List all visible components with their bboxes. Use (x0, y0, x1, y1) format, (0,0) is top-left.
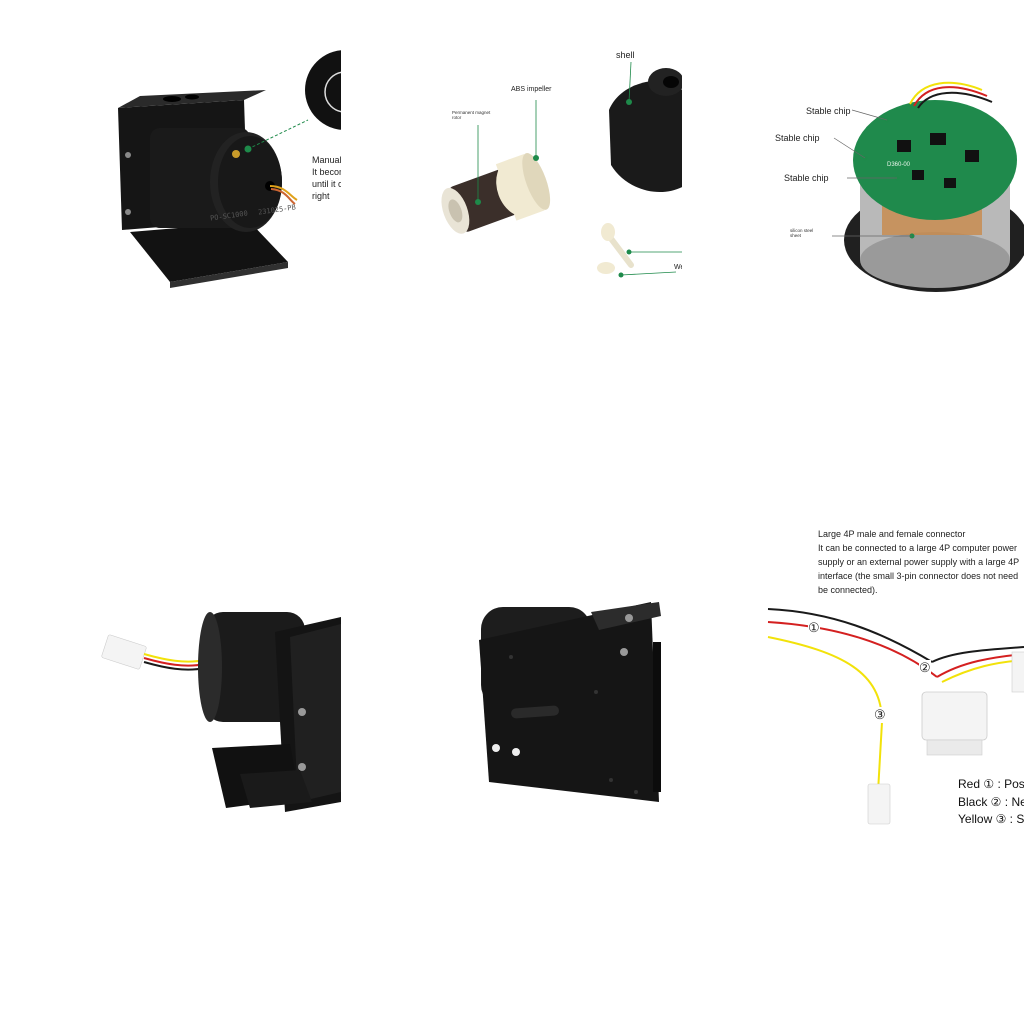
connector-desc-3: interface (the small 3-pin connector doe… (818, 571, 1019, 581)
pump-side-photo (0, 512, 341, 853)
note-line-4: right (312, 191, 330, 201)
wire-marker-1: ① (808, 620, 820, 636)
wire-illustration (767, 608, 1024, 825)
pump-front-illustration (118, 50, 341, 288)
chip-label-1: Stable chip (806, 106, 851, 116)
connector-diagram: Large 4P male and female connector It ca… (682, 512, 1024, 853)
board-marking: D360-00 (887, 162, 911, 168)
shell-label: shell (616, 50, 635, 60)
legend-black: Black ② : Ne (958, 795, 1024, 809)
wire-marker-2: ② (919, 660, 931, 676)
shaft-label: We (674, 264, 682, 271)
wire-marker-3: ③ (874, 707, 886, 723)
chip-label-3: Stable chip (784, 173, 829, 183)
pump-front-photo: PO-SC1000 231025-PB Manual s It becom un… (0, 0, 341, 341)
pump-back-illustration (479, 602, 661, 802)
impeller-label: ABS impeller (511, 86, 552, 93)
connector-desc-4: be connected). (818, 585, 878, 595)
connector-desc-2: supply or an external power supply with … (818, 557, 1020, 567)
note-line-3: until it cl (312, 179, 341, 189)
connector-desc-1: It can be connected to a large 4P comput… (818, 543, 1017, 553)
note-line-2: It becom (312, 167, 341, 177)
magnet-rotor-label: Permanent magnet rotor (452, 110, 491, 120)
pump-side-illustration (101, 612, 341, 812)
circuit-board-illustration (832, 81, 1024, 292)
legend-yellow: Yellow ③ : S (958, 812, 1024, 826)
exploded-parts-photo: shell ABS impeller Permanent magnet roto… (341, 0, 682, 341)
chip-label-2: Stable chip (775, 133, 820, 143)
connector-title: Large 4P male and female connector (818, 529, 966, 539)
exploded-parts-illustration (441, 61, 682, 278)
note-line-1: Manual s (312, 155, 341, 165)
pump-back-photo (341, 512, 682, 853)
circuit-board-photo: Stable chip Stable chip Stable chip sili… (682, 0, 1024, 341)
silicon-sheet-label: silicon steel sheet (790, 228, 814, 238)
legend-red: Red ① : Posi (958, 777, 1024, 791)
